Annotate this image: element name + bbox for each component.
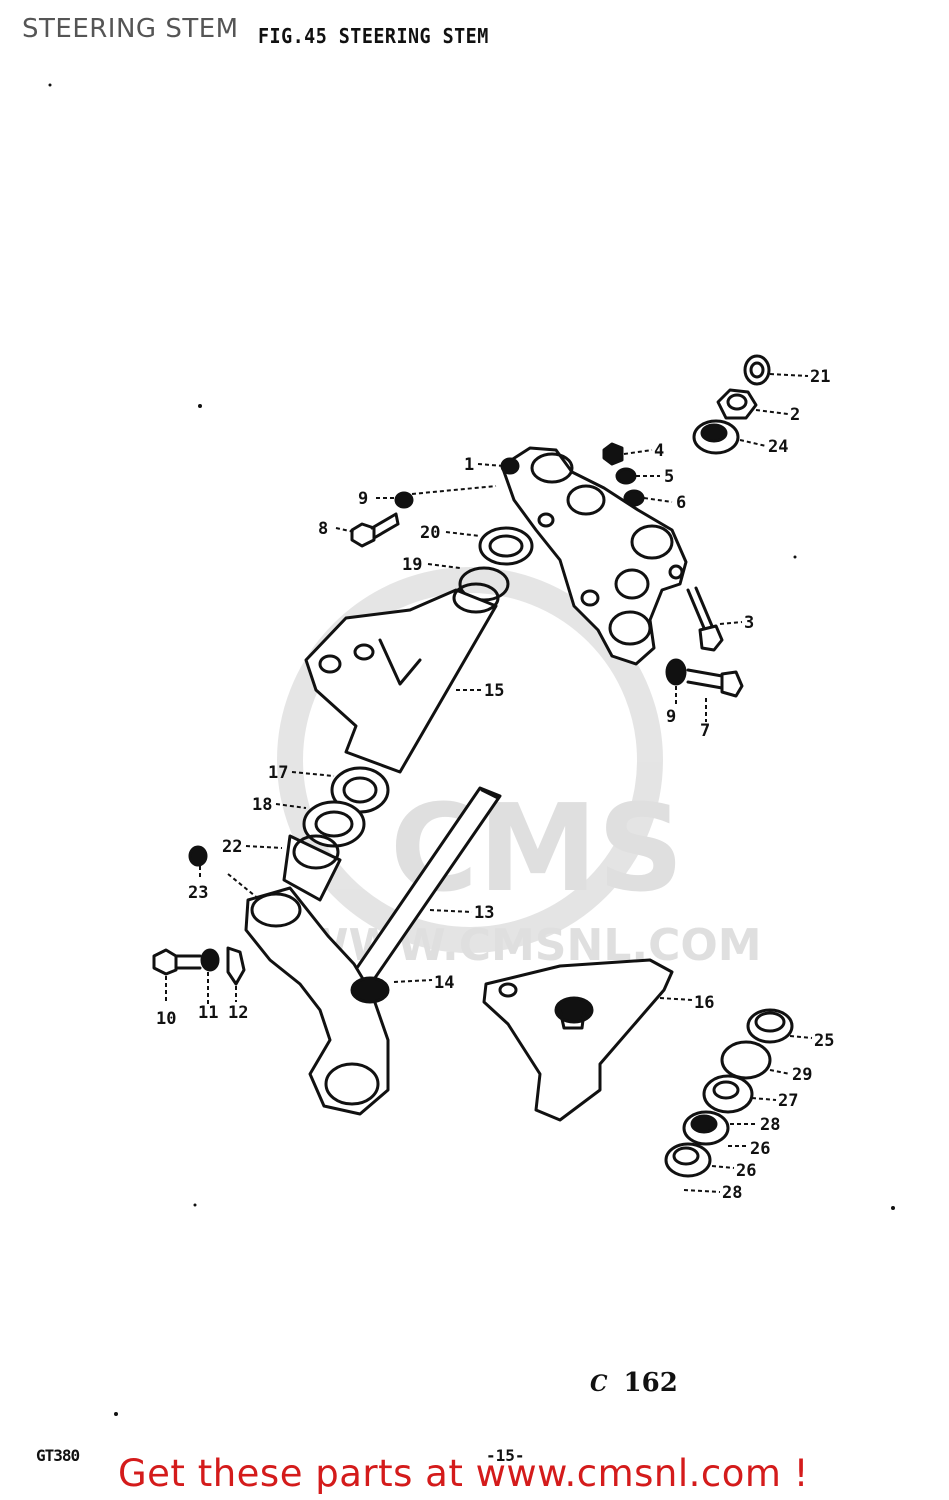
code-number: 162 — [623, 1368, 678, 1398]
part-label: 22 — [222, 837, 242, 857]
part-upper-bracket-1 — [500, 446, 688, 666]
promo-link[interactable]: Get these parts at www.cmsnl.com ! — [118, 1452, 810, 1495]
part-lower-bracket — [244, 886, 390, 1116]
part-washer-24 — [692, 419, 740, 455]
part-nut-4 — [602, 442, 624, 466]
part-label: 15 — [484, 681, 504, 701]
part-cap-21 — [743, 354, 771, 386]
scan-specks — [48, 83, 895, 1416]
part-label: 4 — [654, 441, 664, 461]
part-label: 14 — [434, 973, 454, 993]
part-race-26-lower — [664, 1142, 712, 1178]
part-bearing-17 — [330, 766, 390, 814]
part-label: 25 — [814, 1031, 834, 1051]
part-label: 7 — [700, 721, 710, 741]
part-label: 29 — [792, 1065, 812, 1085]
part-plug-23 — [188, 845, 208, 867]
part-label: 23 — [188, 883, 208, 903]
part-bolt-7 — [686, 668, 744, 698]
part-washer-5 — [615, 467, 637, 485]
part-race-26-upper — [682, 1110, 730, 1146]
part-label: 21 — [810, 367, 830, 387]
part-label: 10 — [156, 1009, 176, 1029]
part-label: 9 — [666, 707, 676, 727]
part-bolt-10 — [152, 948, 202, 976]
part-spacer-22 — [282, 834, 342, 902]
part-bearing-18 — [302, 800, 366, 848]
part-label: 2 — [790, 405, 800, 425]
leader-lines — [165, 373, 813, 1193]
part-label: 27 — [778, 1091, 798, 1111]
part-bolt-8 — [350, 512, 400, 548]
part-label: 1 — [464, 455, 474, 475]
model-name: GT380 — [36, 1446, 80, 1465]
part-label: 26 — [736, 1161, 756, 1181]
part-label: 26 — [750, 1139, 770, 1159]
watermark-logo-text: CMS — [390, 780, 684, 919]
part-bearing-27 — [702, 1074, 754, 1114]
part-label: 18 — [252, 795, 272, 815]
part-label: 13 — [474, 903, 494, 923]
part-nut-25 — [746, 1008, 794, 1044]
figure-title: FIG.45 STEERING STEM — [258, 24, 489, 48]
part-label: 8 — [318, 519, 328, 539]
part-washer-9-right — [665, 658, 687, 686]
part-label: 16 — [694, 993, 714, 1013]
part-lower-bracket-16 — [482, 958, 674, 1122]
part-label: 24 — [768, 437, 788, 457]
part-nut-6 — [623, 489, 645, 507]
part-label: 17 — [268, 763, 288, 783]
page-title: STEERING STEM — [22, 14, 239, 44]
part-nut-2 — [716, 388, 758, 420]
part-label-group: 21 2 24 4 5 6 1 9 8 20 19 3 15 9 7 17 18… — [156, 367, 834, 1203]
part-label: 28 — [760, 1115, 780, 1135]
part-clip-12 — [226, 946, 246, 986]
part-label: 11 — [198, 1003, 218, 1023]
part-washer-29 — [720, 1040, 772, 1080]
part-seal-20 — [478, 526, 534, 566]
part-label: 6 — [676, 493, 686, 513]
part-bolt-3 — [686, 586, 724, 652]
part-label: 12 — [228, 1003, 248, 1023]
part-fork-bracket-15 — [304, 582, 500, 774]
part-label: 28 — [722, 1183, 742, 1203]
code-prefix: C — [590, 1371, 608, 1397]
part-label: 5 — [664, 467, 674, 487]
part-washer-9-upper — [394, 491, 414, 509]
page-number: -15- — [486, 1446, 525, 1465]
part-label: 19 — [402, 555, 422, 575]
diagram-code: C 162 — [590, 1368, 678, 1398]
part-label: 9 — [358, 489, 368, 509]
part-label: 20 — [420, 523, 440, 543]
part-label: 3 — [744, 613, 754, 633]
part-washer-11 — [200, 948, 220, 972]
